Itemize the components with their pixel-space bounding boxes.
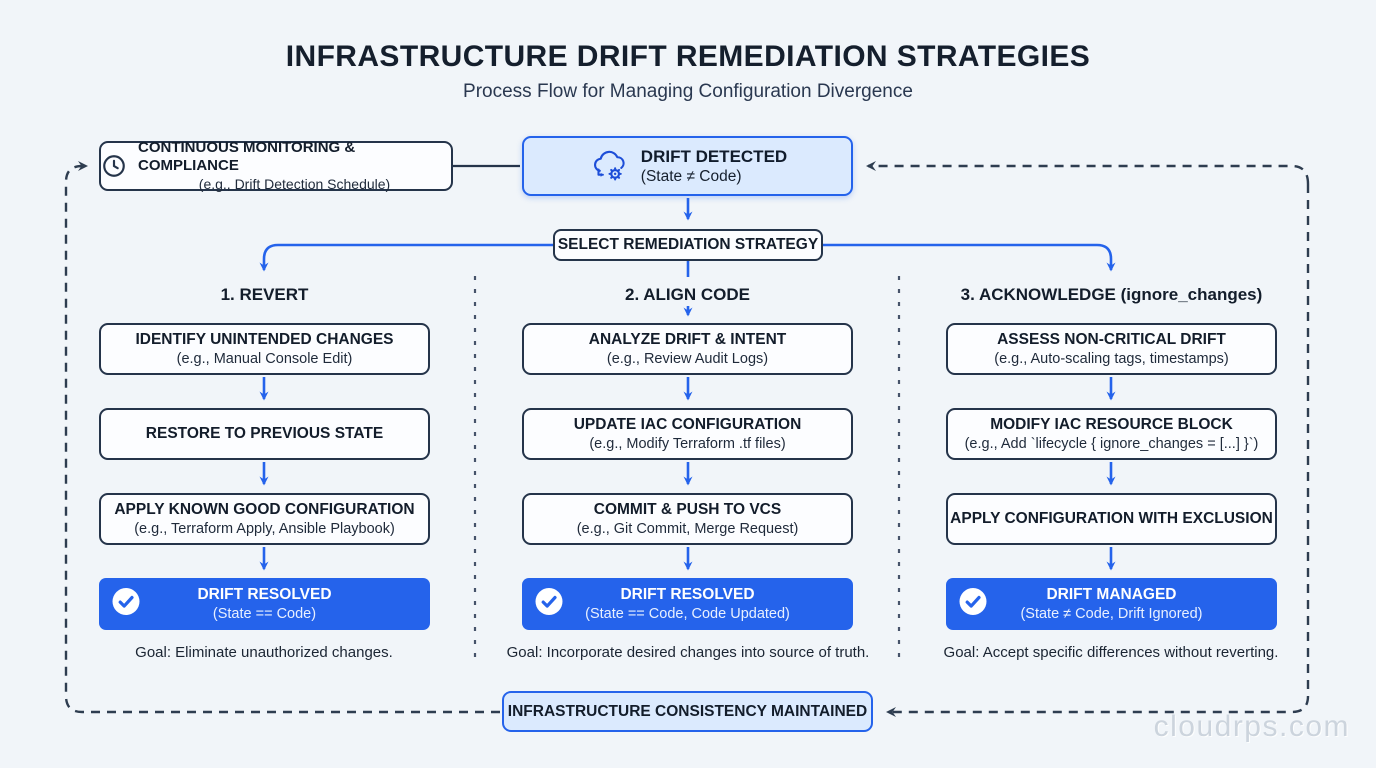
goal-align-code: Goal: Incorporate desired changes into s… — [506, 644, 870, 661]
branch-right — [823, 243, 1116, 272]
node-title: SELECT REMEDIATION STRATEGY — [557, 236, 819, 253]
step-title: COMMIT & PUSH TO VCS — [593, 501, 782, 519]
step-title: RESTORE TO PREVIOUS STATE — [145, 425, 384, 443]
cloud-gear-icon — [588, 148, 630, 184]
node-subtitle: (State ≠ Code) — [640, 167, 742, 185]
branch-left — [259, 243, 553, 272]
step-title: ASSESS NON-CRITICAL DRIFT — [997, 331, 1226, 349]
step-assess-non-critical-drift: ASSESS NON-CRITICAL DRIFT (e.g., Auto-sc… — [946, 323, 1277, 375]
check-circle-icon — [112, 588, 140, 621]
step-title: APPLY KNOWN GOOD CONFIGURATION — [114, 501, 415, 519]
step-subtitle: (e.g., Manual Console Edit) — [176, 350, 353, 367]
step-commit-push-vcs: COMMIT & PUSH TO VCS (e.g., Git Commit, … — [522, 493, 853, 545]
column-header-acknowledge: 3. ACKNOWLEDGE (ignore_changes) — [960, 285, 1263, 304]
node-drift-detected: DRIFT DETECTED (State ≠ Code) — [522, 136, 853, 196]
node-consistency-maintained: INFRASTRUCTURE CONSISTENCY MAINTAINED — [502, 691, 873, 732]
step-subtitle: (e.g., Git Commit, Merge Request) — [576, 520, 799, 537]
step-apply-known-good-configuration: APPLY KNOWN GOOD CONFIGURATION (e.g., Te… — [99, 493, 430, 545]
result-subtitle: (State == Code, Code Updated) — [585, 605, 790, 622]
node-continuous-monitoring: CONTINUOUS MONITORING & COMPLIANCE (e.g.… — [99, 138, 453, 192]
result-title: DRIFT MANAGED — [1046, 585, 1177, 603]
node-title: DRIFT DETECTED — [640, 146, 788, 166]
step-apply-configuration-with-exclusion: APPLY CONFIGURATION WITH EXCLUSION — [946, 493, 1277, 545]
page-subtitle: Process Flow for Managing Configuration … — [463, 81, 913, 102]
step-subtitle: (e.g., Review Audit Logs) — [606, 350, 769, 367]
step-subtitle: (e.g., Auto-scaling tags, timestamps) — [994, 350, 1229, 367]
step-update-iac-configuration: UPDATE IAC CONFIGURATION (e.g., Modify T… — [522, 408, 853, 460]
result-title: DRIFT RESOLVED — [197, 585, 332, 603]
loop-right-top — [866, 161, 1310, 185]
result-drift-resolved-align: DRIFT RESOLVED (State == Code, Code Upda… — [522, 578, 853, 630]
step-identify-unintended-changes: IDENTIFY UNINTENDED CHANGES (e.g., Manua… — [99, 323, 430, 375]
step-title: UPDATE IAC CONFIGURATION — [573, 416, 802, 434]
node-subtitle: (e.g., Drift Detection Schedule) — [198, 176, 391, 192]
step-title: APPLY CONFIGURATION WITH EXCLUSION — [950, 510, 1273, 528]
result-drift-resolved-revert: DRIFT RESOLVED (State == Code) — [99, 578, 430, 630]
node-title: CONTINUOUS MONITORING & COMPLIANCE — [138, 138, 356, 175]
step-subtitle: (e.g., Terraform Apply, Ansible Playbook… — [134, 520, 395, 537]
check-circle-icon — [959, 588, 987, 621]
step-title: IDENTIFY UNINTENDED CHANGES — [135, 331, 394, 349]
goal-acknowledge: Goal: Accept specific differences withou… — [943, 644, 1279, 661]
step-subtitle: (e.g., Add `lifecycle { ignore_changes =… — [964, 435, 1259, 452]
step-title: ANALYZE DRIFT & INTENT — [588, 331, 787, 349]
check-circle-icon — [535, 588, 563, 621]
step-restore-previous-state: RESTORE TO PREVIOUS STATE — [99, 408, 430, 460]
result-drift-managed: DRIFT MANAGED (State ≠ Code, Drift Ignor… — [946, 578, 1277, 630]
step-modify-iac-resource-block: MODIFY IAC RESOURCE BLOCK (e.g., Add `li… — [946, 408, 1277, 460]
watermark: cloudrps.com — [1153, 710, 1350, 743]
clock-icon — [101, 153, 127, 179]
step-analyze-drift-intent: ANALYZE DRIFT & INTENT (e.g., Review Aud… — [522, 323, 853, 375]
result-subtitle: (State ≠ Code, Drift Ignored) — [1020, 605, 1203, 622]
step-subtitle: (e.g., Modify Terraform .tf files) — [589, 435, 786, 452]
node-title: INFRASTRUCTURE CONSISTENCY MAINTAINED — [507, 702, 868, 720]
column-header-revert: 1. REVERT — [220, 285, 309, 304]
result-title: DRIFT RESOLVED — [620, 585, 755, 603]
page-title: INFRASTRUCTURE DRIFT REMEDIATION STRATEG… — [285, 40, 1091, 73]
result-subtitle: (State == Code) — [212, 605, 317, 622]
node-select-strategy: SELECT REMEDIATION STRATEGY — [553, 229, 823, 261]
goal-revert: Goal: Eliminate unauthorized changes. — [135, 644, 393, 661]
step-title: MODIFY IAC RESOURCE BLOCK — [990, 416, 1233, 434]
column-header-align-code: 2. ALIGN CODE — [625, 285, 750, 304]
